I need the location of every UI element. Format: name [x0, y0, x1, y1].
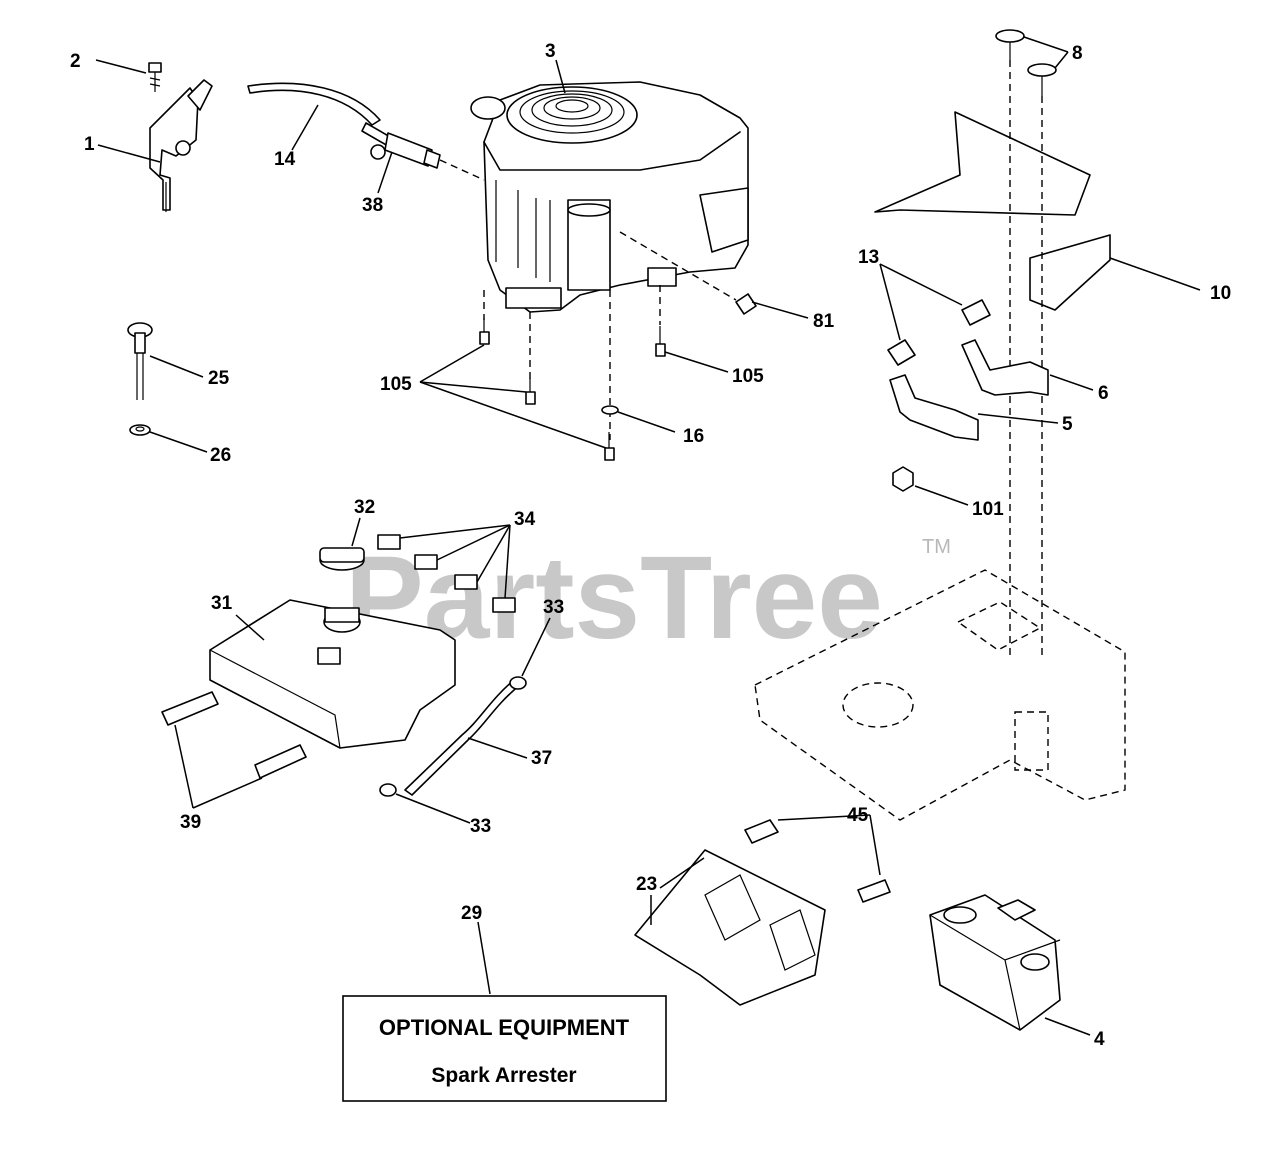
- part-105-bolt[interactable]: [604, 432, 615, 461]
- callout-38: 38: [362, 195, 383, 216]
- part-1-throttle-control[interactable]: [149, 79, 213, 212]
- callout-8: 8: [1072, 43, 1083, 64]
- callout-101: 101: [972, 499, 1004, 520]
- callout-3: 3: [545, 41, 556, 62]
- part-38-fuel-filter[interactable]: [361, 122, 441, 169]
- callout-81: 81: [813, 311, 835, 332]
- part-34-pad[interactable]: [377, 534, 516, 613]
- part-33-clamp[interactable]: [379, 783, 397, 797]
- part-45-screw[interactable]: [744, 819, 891, 903]
- callout-6: 6: [1098, 383, 1109, 404]
- callout-labels: 2 1 3 14 38 81 105 105 16 25 26 8 10 13 …: [70, 41, 1231, 1050]
- part-10-heat-shield[interactable]: [874, 111, 1111, 311]
- callout-16: 16: [683, 426, 704, 447]
- part-14-fuel-hose[interactable]: [247, 82, 381, 126]
- part-6-exhaust-pipe[interactable]: [961, 339, 1049, 396]
- callout-29: 29: [461, 903, 482, 924]
- part-105-bolt[interactable]: [479, 318, 490, 345]
- part-23-bracket[interactable]: [634, 849, 826, 1006]
- mower-frame: [754, 569, 1126, 821]
- callout-33: 33: [543, 597, 564, 618]
- callout-32: 32: [354, 497, 375, 518]
- callout-26: 26: [210, 445, 231, 466]
- callout-25: 25: [208, 368, 230, 389]
- part-81-fitting[interactable]: [619, 231, 757, 315]
- callout-33: 33: [470, 816, 491, 837]
- part-2-screw[interactable]: [148, 62, 162, 92]
- part-39-pad[interactable]: [161, 691, 307, 779]
- callout-45: 45: [847, 805, 869, 826]
- trademark-mark: TM: [922, 536, 951, 558]
- part-3-engine[interactable]: [470, 81, 749, 313]
- part-105-bolt[interactable]: [655, 326, 666, 357]
- callout-39: 39: [180, 812, 201, 833]
- callout-5: 5: [1062, 414, 1073, 435]
- leader-lines: [95, 36, 1201, 1036]
- callout-10: 10: [1210, 283, 1231, 304]
- engine-mount-lines: [439, 159, 661, 440]
- optional-equipment-title: OPTIONAL EQUIPMENT: [379, 1015, 630, 1040]
- part-8-bolt[interactable]: [995, 29, 1057, 96]
- spark-arrester-label: Spark Arrester: [431, 1064, 576, 1087]
- part-101-nut[interactable]: [892, 466, 914, 492]
- callout-34: 34: [514, 509, 536, 530]
- part-32-fuel-cap[interactable]: [319, 547, 365, 571]
- callout-4: 4: [1094, 1029, 1105, 1050]
- part-26-nut[interactable]: [129, 424, 151, 436]
- part-4-muffler[interactable]: [929, 894, 1061, 1031]
- part-13-gasket[interactable]: [887, 299, 991, 366]
- callout-2: 2: [70, 51, 81, 72]
- optional-equipment-box[interactable]: OPTIONAL EQUIPMENT Spark Arrester: [342, 995, 667, 1102]
- part-25-choke-knob[interactable]: [127, 322, 153, 400]
- callout-14: 14: [274, 149, 296, 170]
- part-33-clamp[interactable]: [509, 676, 527, 690]
- callout-1: 1: [84, 134, 95, 155]
- callout-23: 23: [636, 874, 657, 895]
- callout-31: 31: [211, 593, 233, 614]
- callout-37: 37: [531, 748, 552, 769]
- callout-13: 13: [858, 247, 879, 268]
- part-5-exhaust-pipe[interactable]: [889, 374, 979, 441]
- part-16-washer[interactable]: [601, 405, 619, 415]
- callout-105: 105: [732, 366, 764, 387]
- callout-105: 105: [380, 374, 412, 395]
- part-37-fuel-line[interactable]: [404, 679, 521, 796]
- part-105-bolt[interactable]: [525, 378, 536, 405]
- part-31-fuel-tank[interactable]: [209, 599, 456, 749]
